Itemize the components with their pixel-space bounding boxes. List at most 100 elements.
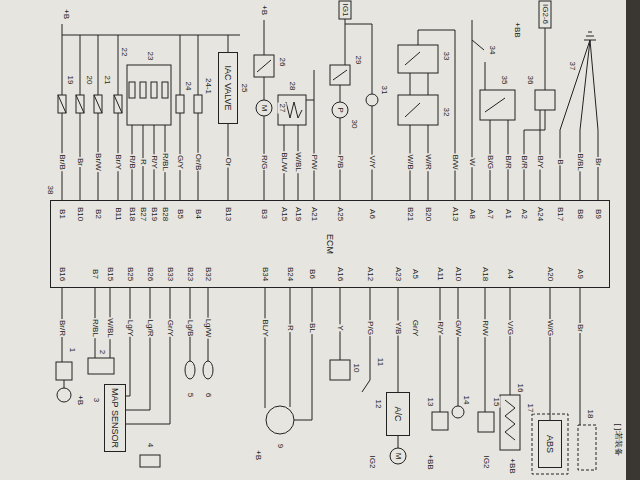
callout-number: 30	[350, 119, 359, 130]
callout-number: [ ]:若装备	[614, 423, 623, 458]
callout-number: 10	[352, 363, 361, 374]
pin-label: A18	[481, 266, 490, 282]
wire-color: Or	[224, 157, 233, 168]
pin-label: B9	[594, 208, 603, 220]
callout-number: 6	[204, 392, 213, 398]
wire-color: Br/W	[94, 152, 103, 172]
rect-shape	[151, 82, 157, 98]
wire-color: G/W	[454, 319, 463, 337]
wire-color: Or/B	[194, 153, 203, 171]
map-sensor-box: MAP SENSOR	[104, 384, 126, 452]
circle-shape	[366, 94, 378, 106]
callout-number: 3	[92, 397, 101, 403]
callout-number: 5	[186, 392, 195, 398]
pin-label: B2	[94, 208, 103, 220]
pin-label: B19	[150, 206, 159, 222]
callout-number: IG2-6	[541, 3, 550, 25]
pin-label: B20	[424, 206, 433, 222]
component-name: ABS	[545, 435, 555, 453]
wire-color: R/G	[260, 154, 269, 170]
callout-number: M	[260, 104, 269, 113]
wire-color: P/B	[336, 155, 345, 170]
pin-label: A9	[576, 268, 585, 280]
component-name: A/C	[393, 406, 403, 421]
callout-number: P	[336, 106, 345, 113]
pin-label: B10	[76, 206, 85, 222]
pin-label: A7	[486, 208, 495, 220]
wire-color: Gr/Y	[411, 319, 420, 337]
pin-label: B33	[166, 266, 175, 282]
wire-color: Lg/R	[146, 319, 155, 338]
path-shape	[62, 35, 118, 200]
callout-number: 32	[442, 107, 451, 118]
rect-shape	[176, 95, 184, 113]
callout-number: +B	[254, 449, 263, 461]
callout-number: 4	[146, 442, 155, 448]
rect-shape	[532, 414, 568, 474]
pin-label: A21	[310, 206, 319, 222]
rect-shape	[127, 65, 171, 125]
rect-shape	[330, 360, 350, 380]
callout-number: 26	[278, 57, 287, 68]
callout-number: 9	[276, 443, 285, 449]
pin-label: A13	[451, 206, 460, 222]
wire-color: P/W	[310, 153, 319, 170]
pin-label: B6	[308, 268, 317, 280]
pin-label: A8	[468, 208, 477, 220]
wire-color: B/BL	[576, 152, 585, 171]
wire	[126, 288, 130, 396]
rect-shape	[432, 412, 448, 430]
ac-box: A/C	[386, 392, 410, 436]
pin-label: B7	[91, 268, 100, 280]
rect-shape	[56, 362, 72, 380]
wire-color: BL	[308, 322, 317, 334]
callout-number: +B	[76, 394, 85, 406]
callout-number: 27	[278, 103, 287, 114]
pin-label: B23	[186, 266, 195, 282]
callout-number: 28	[288, 81, 297, 92]
callout-number: 13	[426, 397, 435, 408]
pin-label: A6	[368, 208, 377, 220]
path-shape	[180, 35, 198, 200]
circle-shape	[57, 388, 71, 402]
pin-label: B1	[58, 208, 67, 220]
pin-label: A24	[536, 206, 545, 222]
path-shape	[333, 70, 347, 80]
path-shape	[62, 24, 240, 52]
callout-number: 23	[146, 51, 155, 62]
pin-label: A10	[454, 266, 463, 282]
callout-number: +BB	[513, 21, 522, 38]
wire-color: W/G	[546, 319, 555, 337]
pin-label: B4	[194, 208, 203, 220]
callout-number: IG1	[341, 3, 350, 18]
circle-shape	[256, 100, 272, 116]
wire-color: R	[286, 324, 295, 332]
callout-number: 31	[380, 85, 389, 96]
component-name: MAP SENSOR	[110, 388, 120, 448]
wire-color: Lg/Y	[126, 319, 135, 337]
wire-color: W/BL	[106, 317, 115, 339]
pin-label: B11	[114, 206, 123, 222]
pin-label: A4	[506, 268, 515, 280]
abs-box: ABS	[538, 420, 562, 468]
wire-color: W/B	[406, 153, 415, 170]
circle-shape	[452, 406, 464, 418]
pin-label: B5	[176, 208, 185, 220]
rect-shape	[194, 95, 202, 113]
wire-color: Lg/W	[204, 318, 213, 339]
callout-number: 1	[68, 347, 77, 353]
pin-label: B3	[260, 208, 269, 220]
callout-number: +B	[260, 4, 269, 16]
pin-label: B28	[161, 206, 170, 222]
wire-color: W/R	[424, 153, 433, 171]
wire-color: V/G	[506, 320, 515, 336]
wire-color: B/Y	[536, 155, 545, 170]
wire-color: W	[468, 157, 477, 167]
wire	[126, 288, 170, 424]
callout-number: IG2	[368, 455, 377, 470]
callout-number: +B	[62, 8, 71, 20]
path-shape	[265, 288, 312, 420]
wire-color: B/W	[451, 153, 460, 170]
